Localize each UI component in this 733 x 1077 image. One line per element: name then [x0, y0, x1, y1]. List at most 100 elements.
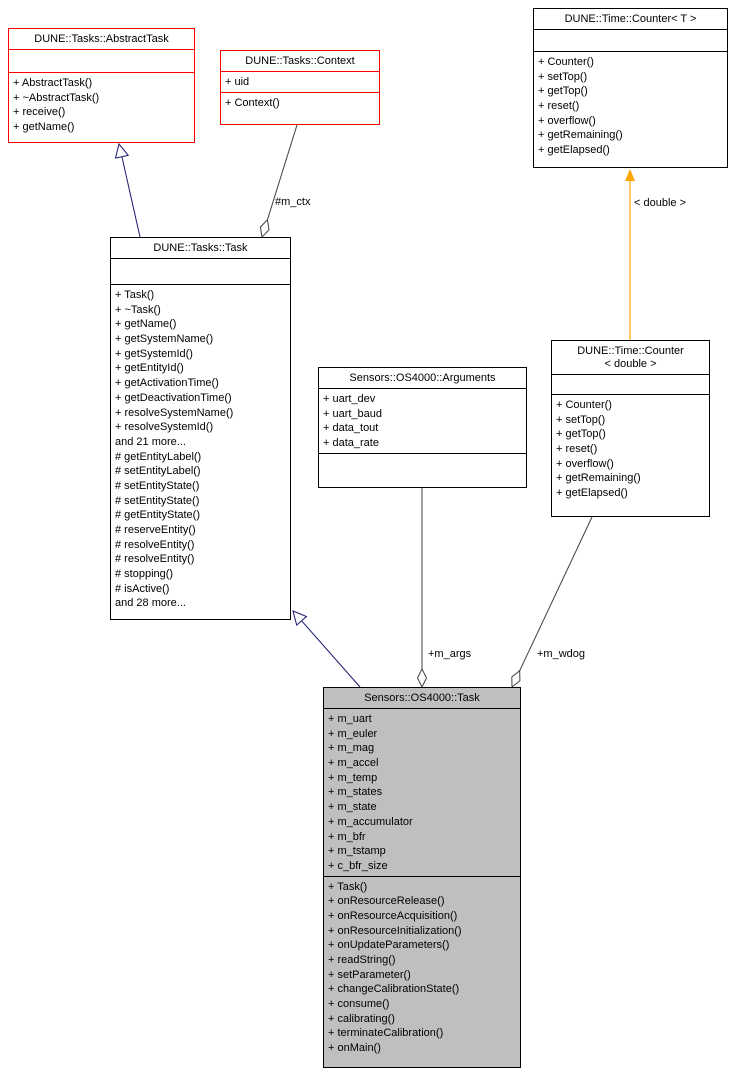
- member-line: + getActivationTime(): [115, 377, 219, 390]
- member-line: + m_tstamp: [328, 845, 386, 858]
- class-title: DUNE::Tasks::Task: [153, 242, 248, 254]
- class-methods: + Context(): [221, 91, 379, 124]
- member-line: + changeCalibrationState(): [328, 983, 460, 996]
- member-line: and 28 more...: [115, 597, 186, 610]
- member-line: + uart_baud: [323, 407, 383, 420]
- member-line: + getSystemName(): [115, 333, 214, 346]
- class-node-dune-tasks-task[interactable]: DUNE::Tasks::Task + Task()+ ~Task()+ get…: [110, 237, 291, 620]
- member-line: + receive(): [13, 106, 66, 119]
- class-attributes: + m_uart+ m_euler+ m_mag+ m_accel+ m_tem…: [324, 708, 520, 876]
- edge-label-m-ctx: #m_ctx: [275, 196, 311, 208]
- member-line: + Task(): [115, 289, 155, 301]
- member-line: + m_accumulator: [328, 815, 413, 828]
- member-line: + m_states: [328, 786, 383, 799]
- class-methods: + Counter()+ setTop()+ getTop()+ reset()…: [552, 394, 709, 516]
- member-line: + getElapsed(): [538, 144, 610, 157]
- edge-aggregation-m-args: +m_args: [416, 488, 472, 689]
- class-title: Sensors::OS4000::Arguments: [349, 372, 496, 384]
- member-line: + getName(): [13, 121, 75, 134]
- member-line: + reset(): [556, 443, 598, 456]
- class-methods: + Counter() + setTop() + getTop() + reset()…: [534, 51, 727, 167]
- member-line: + getTop(): [538, 85, 588, 98]
- member-line: + Context(): [225, 96, 280, 109]
- class-attributes: + uid: [221, 71, 379, 92]
- member-line: # setEntityLabel(): [115, 465, 201, 478]
- class-node-sensors-os4000-task[interactable]: Sensors::OS4000::Task + m_uart+ m_euler+…: [323, 687, 521, 1068]
- member-line: + readString(): [328, 954, 396, 966]
- member-line: + m_mag: [328, 742, 375, 755]
- class-title: DUNE::Tasks::AbstractTask: [34, 33, 169, 45]
- class-methods: + Task() + ~Task() + getName() + getSystemN…: [111, 284, 290, 619]
- member-line: # resolveEntity(): [115, 553, 195, 566]
- class-attributes: [534, 29, 727, 51]
- class-attributes: [552, 374, 709, 394]
- member-line: + setTop(): [556, 413, 606, 426]
- member-line: + getDeactivationTime(): [115, 391, 232, 404]
- member-line: + Counter(): [556, 399, 612, 411]
- hollow-diamond-icon: [259, 218, 270, 239]
- filled-triangle-arrow-icon: [625, 169, 635, 181]
- member-line: + setParameter(): [328, 968, 411, 981]
- member-line: + overflow(): [538, 114, 596, 127]
- class-attributes: + uart_dev+ uart_baud+ data_tout+ data_r…: [319, 388, 526, 453]
- member-line: + onUpdateParameters(): [328, 939, 450, 952]
- member-line: + data_tout: [323, 422, 379, 435]
- class-methods: + AbstractTask() + ~AbstractTask() + recei…: [9, 72, 194, 142]
- class-node-sensors-os4000-arguments[interactable]: Sensors::OS4000::Arguments + uart_dev+ u…: [318, 367, 527, 488]
- member-line: # reserveEntity(): [115, 524, 196, 536]
- hollow-diamond-icon: [511, 669, 521, 689]
- member-line: + uart_dev: [323, 393, 376, 405]
- class-attributes: [111, 258, 290, 284]
- member-line: + getRemaining(): [538, 129, 623, 142]
- member-line: + m_bfr: [328, 830, 366, 843]
- class-title: Sensors::OS4000::Task: [364, 692, 480, 704]
- member-line: + resolveSystemName(): [115, 406, 234, 419]
- member-line: # setEntityState(): [115, 494, 200, 507]
- member-line: + onMain(): [328, 1042, 381, 1055]
- member-line: # resolveEntity(): [115, 538, 195, 551]
- class-title: DUNE::Time::Counter < double >: [577, 345, 684, 370]
- member-line: + onResourceInitialization(): [328, 924, 462, 937]
- member-line: and 21 more...: [115, 435, 186, 448]
- hollow-diamond-icon: [416, 667, 428, 689]
- member-line: + Counter(): [538, 56, 594, 68]
- member-line: # getEntityState(): [115, 509, 200, 522]
- class-title: DUNE::Time::Counter< T >: [564, 13, 697, 25]
- member-line: # setEntityState(): [115, 479, 200, 492]
- member-line: + getEntityId(): [115, 362, 184, 375]
- member-line: + Task(): [328, 880, 368, 893]
- edge-aggregation-m-wdog: +m_wdog: [511, 516, 593, 689]
- class-node-dune-time-counter-double[interactable]: DUNE::Time::Counter < double > + Counter…: [551, 340, 710, 517]
- member-line: + getName(): [115, 318, 177, 331]
- member-line: + terminateCalibration(): [328, 1027, 444, 1040]
- member-line: + ~AbstractTask(): [13, 91, 100, 104]
- member-line: + m_uart: [328, 713, 372, 725]
- member-line: + getSystemId(): [115, 347, 193, 360]
- member-line: + m_accel: [328, 757, 379, 770]
- member-line: + setTop(): [538, 70, 588, 83]
- class-node-dune-time-counter-t[interactable]: DUNE::Time::Counter< T > + Counter()+ se…: [533, 8, 728, 168]
- member-line: + AbstractTask(): [13, 77, 93, 89]
- member-line: + uid: [225, 76, 250, 88]
- member-line: + c_bfr_size: [328, 859, 388, 872]
- member-line: + reset(): [538, 100, 580, 113]
- class-methods: [319, 452, 526, 487]
- edge-label-m-wdog: +m_wdog: [537, 648, 585, 660]
- member-line: + m_temp: [328, 771, 378, 784]
- class-node-dune-tasks-context[interactable]: DUNE::Tasks::Context + uid + Context(): [220, 50, 380, 125]
- member-line: + onResourceRelease(): [328, 895, 445, 908]
- member-line: + resolveSystemId(): [115, 421, 214, 434]
- hollow-triangle-arrow-icon: [114, 142, 130, 159]
- edge-label-m-args: +m_args: [428, 648, 472, 660]
- member-line: # stopping(): [115, 568, 174, 581]
- class-attributes: [9, 49, 194, 72]
- class-methods: + Task() + onResourceRelease() + onResourc…: [324, 875, 520, 1067]
- edge-inheritance-os4000task-to-task: [292, 610, 361, 688]
- member-line: + m_state: [328, 801, 377, 814]
- member-line: # isActive(): [115, 582, 170, 595]
- class-node-dune-tasks-abstracttask[interactable]: DUNE::Tasks::AbstractTask + AbstractTask…: [8, 28, 195, 143]
- edge-template-counter-double-to-counter-t: < double >: [625, 169, 686, 340]
- member-line: + ~Task(): [115, 303, 161, 316]
